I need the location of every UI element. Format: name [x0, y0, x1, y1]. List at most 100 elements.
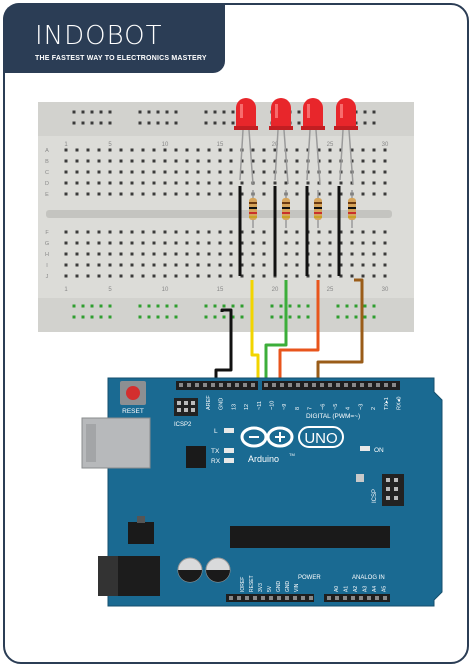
on-led: [360, 446, 370, 451]
hole: [372, 252, 376, 256]
digital-header-pins: [179, 383, 396, 387]
hole: [141, 252, 145, 256]
hole: [383, 192, 387, 196]
row-letter: G: [45, 241, 49, 247]
hole: [185, 252, 189, 256]
hole: [229, 241, 233, 245]
header-pin: [253, 596, 257, 600]
hole: [196, 274, 200, 278]
hole: [350, 274, 354, 278]
rail-hole: [288, 315, 292, 319]
rail-hole: [90, 121, 94, 125]
hole: [262, 263, 266, 267]
resistor-band: [348, 207, 356, 209]
hole: [361, 170, 365, 174]
hole: [317, 263, 321, 267]
row-letter: B: [45, 159, 49, 165]
hole: [262, 274, 266, 278]
header-pin: [375, 596, 379, 600]
hole: [108, 170, 112, 174]
hole: [119, 170, 123, 174]
led-highlight: [340, 104, 343, 118]
hole: [97, 241, 101, 245]
hole: [75, 274, 79, 278]
hole: [185, 159, 189, 163]
led-highlight: [240, 104, 243, 118]
hole: [350, 230, 354, 234]
header-pin: [344, 383, 348, 387]
hole: [119, 230, 123, 234]
hole: [328, 230, 332, 234]
hole: [163, 252, 167, 256]
hole: [130, 241, 134, 245]
hole: [317, 241, 321, 245]
power-label: POWER: [298, 575, 321, 581]
hole: [152, 148, 156, 152]
hole: [64, 192, 68, 196]
digital-pin-label: ~10: [270, 401, 276, 410]
rail-hole: [354, 315, 358, 319]
hole: [108, 192, 112, 196]
header-pin: [327, 596, 331, 600]
rail-hole: [72, 304, 76, 308]
hole: [86, 148, 90, 152]
rail-hole: [81, 110, 85, 114]
hole: [86, 159, 90, 163]
signal-wire: [250, 280, 260, 386]
hole: [196, 170, 200, 174]
analog-pin-label: A0: [334, 586, 340, 592]
hole: [64, 241, 68, 245]
header-pin: [312, 383, 316, 387]
hole: [284, 241, 288, 245]
rail-hole: [279, 304, 283, 308]
rail-hole: [165, 110, 169, 114]
on-label: ON: [374, 447, 384, 454]
hole: [152, 159, 156, 163]
header-pin: [394, 478, 398, 482]
row-letter: F: [45, 230, 49, 236]
led: [271, 98, 291, 128]
power-pin-label: VIN: [294, 583, 300, 592]
column-number: 15: [217, 142, 224, 148]
header-pin: [235, 383, 239, 387]
digital-pin-label: 4: [346, 407, 352, 410]
hole: [185, 274, 189, 278]
bottom-power-rail: [38, 298, 414, 332]
hole: [251, 230, 255, 234]
header-pin: [359, 596, 363, 600]
tm-mark: TM: [289, 452, 295, 457]
hole: [240, 181, 244, 185]
hole: [350, 181, 354, 185]
hole: [229, 159, 233, 163]
arduino-logo: [240, 426, 294, 448]
column-number: 1: [64, 142, 68, 148]
hole: [383, 241, 387, 245]
l-led: [224, 428, 234, 433]
header-pin: [301, 596, 305, 600]
header-pin: [277, 596, 281, 600]
hole: [240, 170, 244, 174]
rail-hole: [138, 110, 142, 114]
hole: [339, 263, 343, 267]
resistor-band: [314, 216, 322, 218]
hole: [361, 148, 365, 152]
column-number: 30: [382, 287, 389, 293]
led-lead: [248, 129, 254, 185]
header-pin: [328, 383, 332, 387]
header-pin: [280, 383, 284, 387]
hole: [361, 192, 365, 196]
hole: [141, 263, 145, 267]
rail-hole: [306, 315, 310, 319]
header-pin: [383, 596, 387, 600]
header-pin: [384, 383, 388, 387]
analog-pin-label: A1: [344, 586, 350, 592]
header-pin: [177, 401, 181, 405]
hole: [119, 159, 123, 163]
hole: [317, 192, 321, 196]
hole: [295, 148, 299, 152]
hole: [240, 274, 244, 278]
header-pin: [376, 383, 380, 387]
rail-hole: [90, 315, 94, 319]
